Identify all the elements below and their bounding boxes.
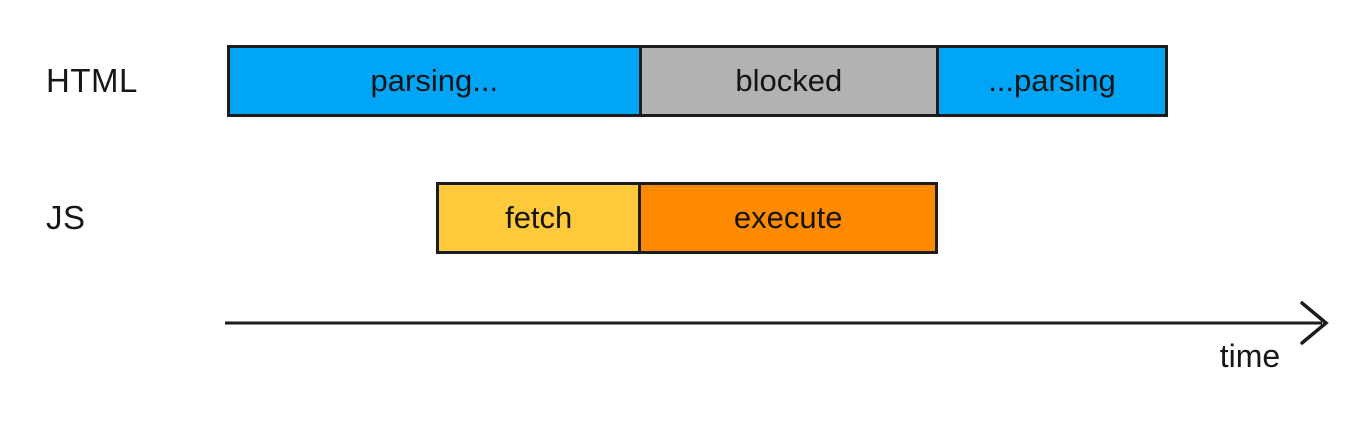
segment-blocked: blocked bbox=[638, 48, 936, 114]
js-timeline-bar: fetch execute bbox=[436, 182, 938, 254]
time-axis-arrow bbox=[225, 301, 1329, 345]
segment-execute: execute bbox=[638, 185, 935, 251]
arrowhead-icon bbox=[1300, 301, 1329, 345]
segment-fetch: fetch bbox=[439, 185, 639, 251]
time-axis-label: time bbox=[1219, 338, 1281, 374]
row-label-js: JS bbox=[46, 199, 86, 236]
html-timeline-bar: parsing... blocked ...parsing bbox=[227, 45, 1168, 117]
row-label-html: HTML bbox=[46, 62, 138, 99]
segment-parsing-resume: ...parsing bbox=[935, 48, 1165, 114]
segment-parsing-start: parsing... bbox=[230, 48, 639, 114]
